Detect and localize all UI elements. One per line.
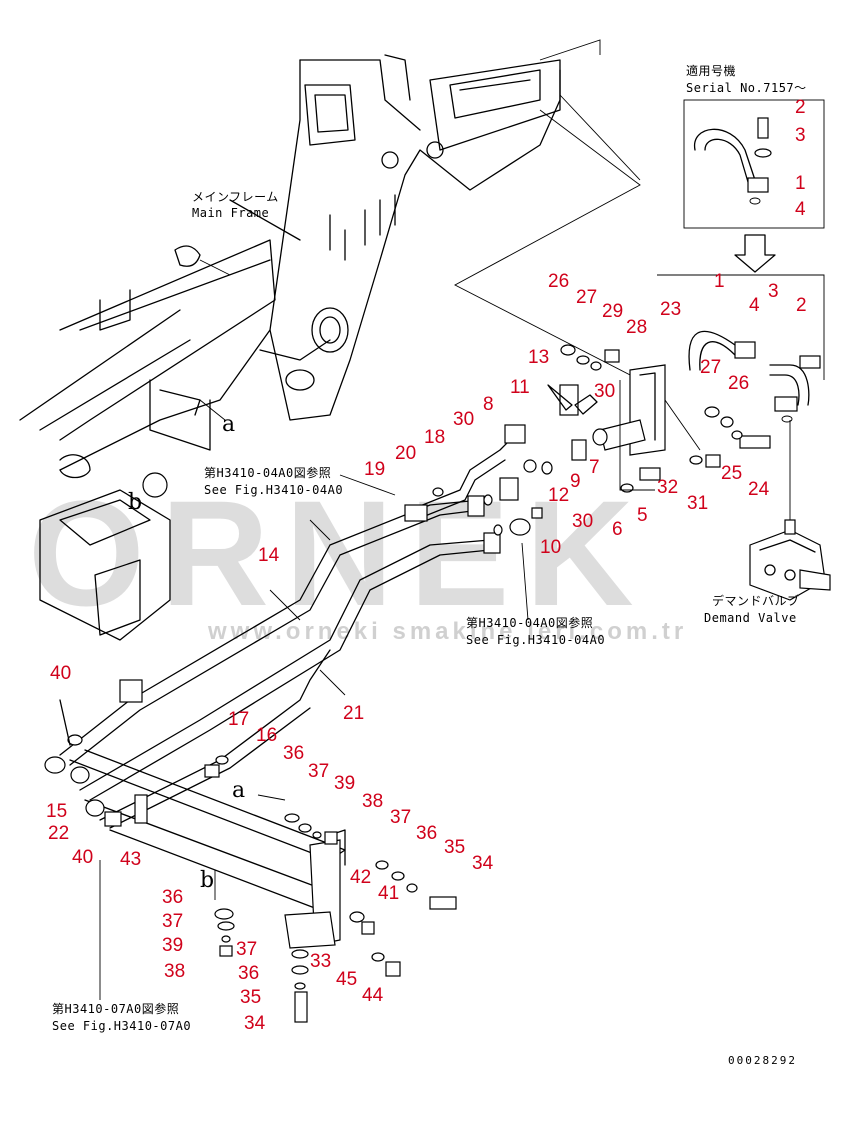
demand-valve-label-jp: デマンドバルブ <box>712 594 800 608</box>
callout-38a: 38 <box>362 791 384 812</box>
callout-30a: 30 <box>594 381 616 402</box>
watermark-brand: ORNEK <box>28 469 650 637</box>
hose-routes <box>59 424 553 829</box>
reference-note-b-jp: 第H3410-04A0図参照 <box>466 616 594 630</box>
callout-15: 15 <box>46 801 68 822</box>
demand-valve <box>749 519 831 601</box>
lower-bracket-assembly <box>44 699 457 1023</box>
callout-12: 12 <box>548 485 570 506</box>
view-letter-a-mid: a <box>232 778 246 803</box>
callout-27b: 27 <box>700 357 722 378</box>
callout-39b: 39 <box>162 935 184 956</box>
serial-inset-box <box>683 99 825 273</box>
callout-2-top: 2 <box>795 97 806 118</box>
callout-8: 8 <box>483 394 494 415</box>
callout-28: 28 <box>626 317 648 338</box>
callout-16: 16 <box>256 725 278 746</box>
callout-7: 7 <box>589 457 600 478</box>
callout-34b: 34 <box>244 1013 266 1034</box>
callout-39a: 39 <box>334 773 356 794</box>
callout-30c: 30 <box>572 511 594 532</box>
callout-37a: 37 <box>308 761 330 782</box>
callout-36c: 36 <box>162 887 184 908</box>
callout-20: 20 <box>395 443 417 464</box>
callout-36d: 36 <box>238 963 260 984</box>
callout-4: 4 <box>749 295 760 316</box>
callout-19: 19 <box>364 459 386 480</box>
callout-4-top: 4 <box>795 199 806 220</box>
callout-45: 45 <box>336 969 358 990</box>
callout-26a: 26 <box>548 271 570 292</box>
main-frame-label-jp: メインフレーム <box>192 190 279 204</box>
serial-label-jp: 適用号機 <box>686 64 737 78</box>
callout-23: 23 <box>660 299 682 320</box>
callout-14: 14 <box>258 545 280 566</box>
callout-37b: 37 <box>390 807 412 828</box>
callout-26b: 26 <box>728 373 750 394</box>
demand-valve-label-en: Demand Valve <box>704 611 797 625</box>
callout-5: 5 <box>637 505 648 526</box>
callout-29: 29 <box>602 301 624 322</box>
callout-33: 33 <box>310 951 332 972</box>
callout-34a: 34 <box>472 853 494 874</box>
callout-32: 32 <box>657 477 679 498</box>
reference-note-a-jp: 第H3410-04A0図参照 <box>204 466 332 480</box>
callout-3: 3 <box>768 281 779 302</box>
callout-1-top: 1 <box>795 173 806 194</box>
reference-note-a-en: See Fig.H3410-04A0 <box>204 483 344 497</box>
hose-assembly-box <box>657 274 825 530</box>
callout-36a: 36 <box>283 743 305 764</box>
callout-42: 42 <box>350 867 372 888</box>
callout-22: 22 <box>48 823 70 844</box>
callout-30b: 30 <box>453 409 475 430</box>
cylinder-block <box>39 489 171 641</box>
callout-40a: 40 <box>50 663 72 684</box>
watermark-url: www.orneki smakine leri.com.tr <box>208 618 688 645</box>
callout-37d: 37 <box>236 939 258 960</box>
callout-11: 11 <box>510 377 530 398</box>
callout-40b: 40 <box>72 847 94 868</box>
callout-31: 31 <box>687 493 709 514</box>
view-letter-a-left: a <box>222 412 236 437</box>
serial-label-en: Serial No.7157～ <box>686 81 807 95</box>
callout-35a: 35 <box>444 837 466 858</box>
main-frame-drawing <box>19 39 641 498</box>
callout-1: 1 <box>714 271 725 292</box>
callout-10: 10 <box>540 537 562 558</box>
view-letter-b-low: b <box>200 868 215 893</box>
callout-24: 24 <box>748 479 770 500</box>
callout-2: 2 <box>796 295 807 316</box>
callout-9: 9 <box>570 471 581 492</box>
drawing-code: 00028292 <box>728 1054 797 1067</box>
callout-3-top: 3 <box>795 125 806 146</box>
reference-note-b-en: See Fig.H3410-04A0 <box>466 633 606 647</box>
callout-6: 6 <box>612 519 623 540</box>
callout-41: 41 <box>378 883 400 904</box>
reference-note-c-jp: 第H3410-07A0図参照 <box>52 1002 180 1016</box>
callout-36b: 36 <box>416 823 438 844</box>
callout-37c: 37 <box>162 911 184 932</box>
reference-note-c-en: See Fig.H3410-07A0 <box>52 1019 192 1033</box>
callout-38b: 38 <box>164 961 186 982</box>
callout-18: 18 <box>424 427 446 448</box>
callout-43: 43 <box>120 849 142 870</box>
callout-17: 17 <box>228 709 250 730</box>
bracket-assembly <box>547 344 771 493</box>
callout-13: 13 <box>528 347 550 368</box>
callout-21: 21 <box>343 703 365 724</box>
callout-35b: 35 <box>240 987 262 1008</box>
callout-25: 25 <box>721 463 743 484</box>
callout-27a: 27 <box>576 287 598 308</box>
callout-44: 44 <box>362 985 384 1006</box>
view-letter-b-left: b <box>128 490 143 515</box>
main-frame-label-en: Main Frame <box>192 206 270 220</box>
